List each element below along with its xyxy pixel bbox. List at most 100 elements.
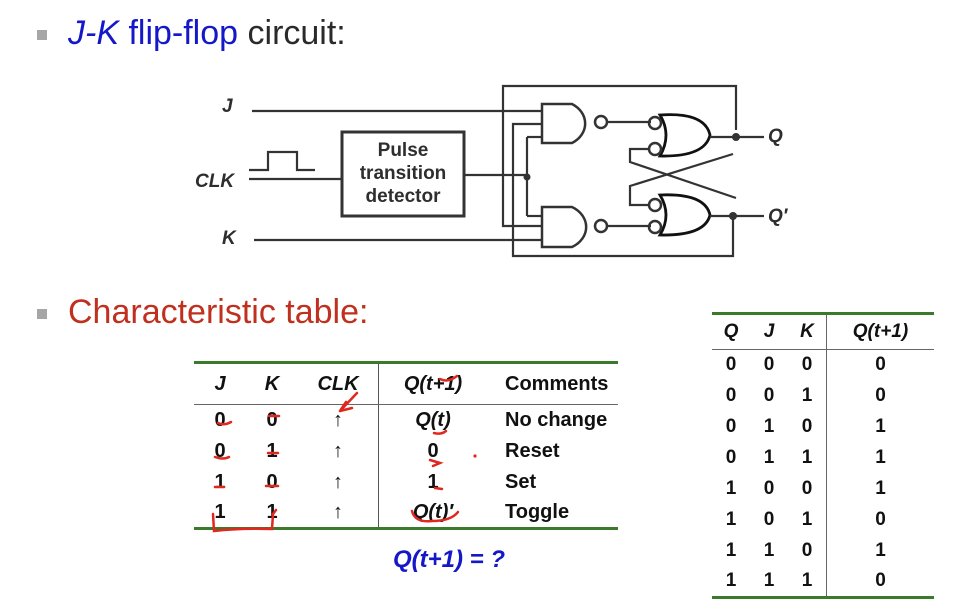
cell-comment: No change xyxy=(505,408,608,431)
cell-qt1: 0 xyxy=(826,504,934,536)
cell-qt1: 1 xyxy=(378,466,487,498)
cell-j: 1 xyxy=(763,570,775,592)
col-header-qt1: Q(t+1) xyxy=(378,362,487,405)
q-output-label: Q xyxy=(768,126,783,147)
cell-q: 1 xyxy=(725,478,737,499)
cell-j: 0 xyxy=(763,354,775,376)
junction-dot xyxy=(732,133,740,141)
cell-k: 1 xyxy=(801,570,813,592)
k-input-label: K xyxy=(222,228,237,249)
cell-j: 1 xyxy=(214,500,226,523)
square-bullet-icon xyxy=(37,309,47,319)
col-header-k: K xyxy=(246,362,298,405)
junction-dot xyxy=(729,212,737,220)
cell-k: 1 xyxy=(266,439,278,462)
j-input-label: J xyxy=(222,96,233,117)
cell-k: 1 xyxy=(801,385,813,406)
qbar-output-label: Q′ xyxy=(768,206,789,227)
cell-clk: ↑ xyxy=(333,500,343,523)
cell-q: 0 xyxy=(725,447,737,468)
cell-qt1: 0 xyxy=(378,435,487,467)
cell-k: 1 xyxy=(801,509,813,530)
col-header-qt1: Q(t+1) xyxy=(826,313,934,350)
cell-qt1: 1 xyxy=(826,535,934,567)
cell-k: 0 xyxy=(801,416,813,437)
cell-clk: ↑ xyxy=(333,439,343,462)
detector-text-line-2: transition xyxy=(360,163,447,184)
cell-qt1: 0 xyxy=(826,566,934,598)
table-row: 0 0 ↑ Q(t) No change xyxy=(194,404,618,436)
table-row: 0 1 ↑ 0 Reset xyxy=(194,435,618,467)
lower-nand-bubble xyxy=(593,218,609,234)
characteristic-table-heading: Characteristic table: xyxy=(68,293,369,331)
cell-q: 0 xyxy=(725,354,737,376)
cell-k: 1 xyxy=(801,447,813,468)
table-header-row: J K CLK Q(t+1) Comments xyxy=(194,362,618,405)
jk-label: J-K xyxy=(68,14,119,52)
cell-j: 0 xyxy=(763,478,775,499)
cell-k: 1 xyxy=(266,500,278,523)
lower-or-gate xyxy=(657,193,712,237)
cell-clk: ↑ xyxy=(333,408,343,431)
cell-j: 0 xyxy=(763,509,775,530)
circuit-label: circuit: xyxy=(238,14,346,52)
table-row: 1 0 ↑ 1 Set xyxy=(194,466,618,498)
cell-q: 0 xyxy=(725,385,737,406)
col-header-q: Q xyxy=(712,313,750,350)
col-header-k: K xyxy=(788,313,827,350)
square-bullet-icon xyxy=(37,30,47,40)
cell-q: 0 xyxy=(725,416,737,437)
characteristic-table: J K CLK Q(t+1) Comments 0 0 ↑ Q(t) No ch… xyxy=(194,361,618,530)
clk-input-label: CLK xyxy=(195,171,235,192)
clock-pulse-icon xyxy=(249,150,315,172)
cell-qt1: Q(t) xyxy=(378,404,487,436)
detector-text-line-1: Pulse xyxy=(378,140,429,161)
table-header-row: Q J K Q(t+1) xyxy=(712,313,934,350)
cell-qt1: 1 xyxy=(826,411,934,443)
qbar-feedback-wire xyxy=(511,122,735,258)
cell-clk: ↑ xyxy=(333,470,343,493)
detector-text-line-3: detector xyxy=(366,186,442,207)
cell-q: 1 xyxy=(725,540,737,561)
junction-dot xyxy=(523,173,531,181)
formula-question: Q(t+1) = ? xyxy=(393,546,506,573)
cell-qt1: 1 xyxy=(826,473,934,505)
table-row: 1 1 ↑ Q(t)′ Toggle xyxy=(194,497,618,529)
cell-j: 1 xyxy=(763,540,775,561)
cell-j: 1 xyxy=(763,416,775,437)
cell-q: 1 xyxy=(725,509,737,530)
col-header-comments: Comments xyxy=(487,362,618,405)
cell-j: 1 xyxy=(214,470,226,493)
cell-j: 0 xyxy=(763,385,775,406)
upper-or-gate xyxy=(657,113,712,158)
upper-nand-bubble xyxy=(593,114,609,130)
cell-comment: Toggle xyxy=(505,500,570,523)
cell-k: 0 xyxy=(801,540,813,561)
col-header-j: J xyxy=(750,313,788,350)
cell-j: 0 xyxy=(214,408,226,431)
upper-nand-gate xyxy=(540,102,587,145)
lower-nand-gate xyxy=(540,205,588,249)
cell-comment: Reset xyxy=(505,439,560,462)
col-header-j: J xyxy=(194,362,246,405)
q-feedback-wire xyxy=(501,84,738,228)
cell-qt1: 1 xyxy=(826,442,934,474)
cell-k: 0 xyxy=(801,478,813,499)
flip-flop-label: flip-flop xyxy=(119,14,239,52)
cell-j: 0 xyxy=(214,439,226,462)
cell-j: 1 xyxy=(763,447,775,468)
cell-qt1: 0 xyxy=(826,380,934,412)
cell-k: 0 xyxy=(266,470,278,493)
cell-q: 1 xyxy=(725,570,737,592)
cell-qt1: Q(t)′ xyxy=(378,497,487,529)
cell-k: 0 xyxy=(266,408,278,431)
cell-qt1: 0 xyxy=(826,349,934,381)
